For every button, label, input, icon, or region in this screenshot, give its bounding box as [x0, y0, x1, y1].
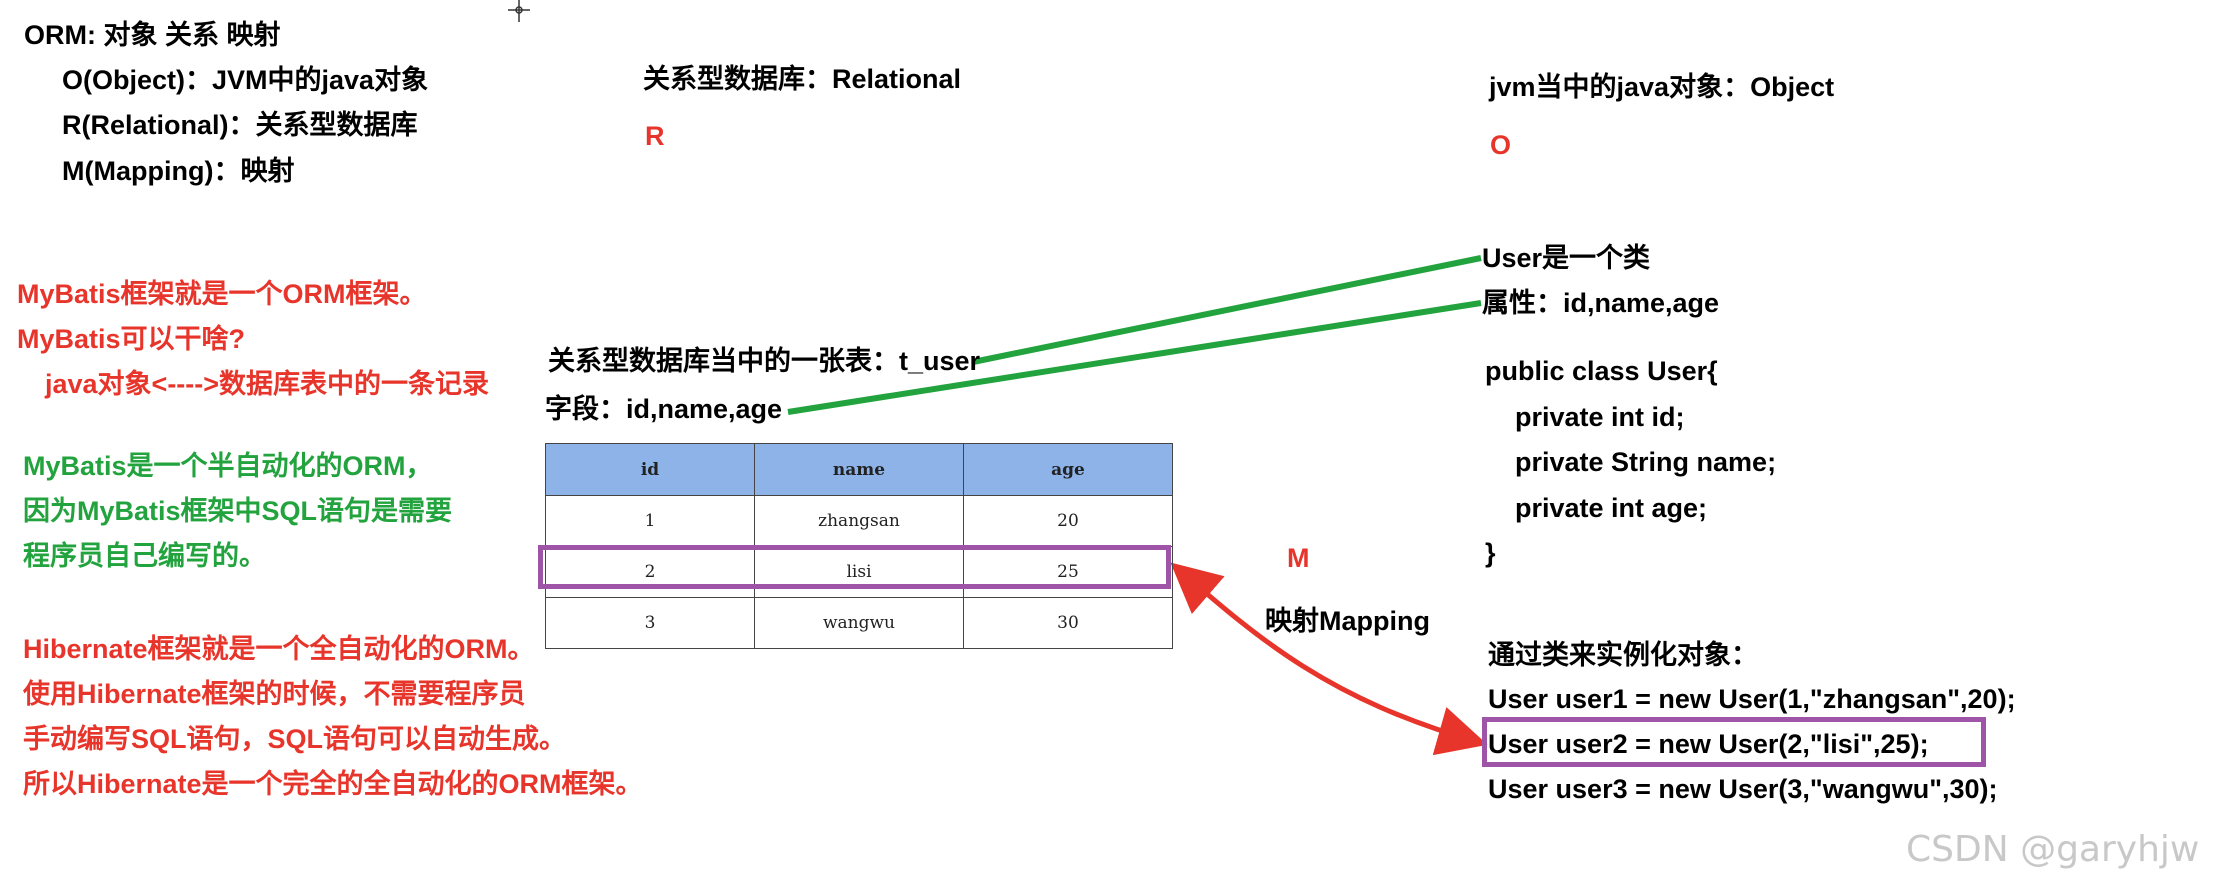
- highlighted-record-box: [538, 545, 1171, 589]
- crosshair-cursor-icon: [508, 0, 530, 22]
- column-header-name: name: [754, 443, 964, 496]
- mapping-letter: M: [1287, 543, 1310, 573]
- orm-mapping-line: M(Mapping)：映射: [62, 156, 295, 186]
- relational-label: 关系型数据库：Relational: [643, 64, 962, 94]
- cell-age: 20: [963, 495, 1173, 547]
- instance-line-user1: User user1 = new User(1,"zhangsan",20);: [1488, 684, 2016, 714]
- column-header-id: id: [545, 443, 755, 496]
- cell-id: 3: [545, 597, 755, 649]
- object-label: jvm当中的java对象：Object: [1489, 72, 1835, 102]
- orm-relational-line: R(Relational)：关系型数据库: [62, 110, 418, 140]
- table-row: 1 zhangsan 20: [545, 495, 1173, 547]
- table-row: 3 wangwu 30: [545, 597, 1173, 649]
- object-letter: O: [1490, 130, 1512, 160]
- table-row: 2 lisi 25: [545, 546, 1173, 598]
- t-user-table: id name age 1 zhangsan 20 2 lisi 25 3 wa…: [545, 443, 1173, 649]
- cell-name: lisi: [754, 546, 964, 598]
- mybatis-orm-line-2: MyBatis可以干啥?: [17, 324, 246, 354]
- db-table-fields: 字段：id,name,age: [545, 394, 783, 424]
- cell-name: wangwu: [754, 597, 964, 649]
- mybatis-orm-line-1: MyBatis框架就是一个ORM框架。: [17, 279, 427, 309]
- highlighted-instance-box: [1482, 717, 1986, 767]
- csdn-watermark: CSDN @garyhjw: [1906, 829, 2200, 870]
- cell-name: zhangsan: [754, 495, 964, 547]
- orm-object-line: O(Object)：JVM中的java对象: [62, 65, 429, 95]
- cell-age: 25: [963, 546, 1173, 598]
- hibernate-line-3: 手动编写SQL语句，SQL语句可以自动生成。: [23, 724, 567, 754]
- column-header-age: age: [963, 443, 1173, 496]
- hibernate-line-4: 所以Hibernate是一个完全的全自动化的ORM框架。: [23, 769, 643, 799]
- mapping-label: 映射Mapping: [1265, 606, 1430, 636]
- user-class-title: User是一个类: [1482, 243, 1651, 273]
- mybatis-orm-line-3: java对象<---->数据库表中的一条记录: [45, 369, 490, 399]
- instance-line-user3: User user3 = new User(3,"wangwu",30);: [1488, 774, 1998, 804]
- fields-to-attributes-connector: [787, 300, 1482, 415]
- table-header-row: id name age: [545, 443, 1173, 496]
- table-to-class-connector: [972, 255, 1482, 365]
- instance-line-user2: User user2 = new User(2,"lisi",25);: [1488, 729, 1929, 759]
- code-line-close-brace: }: [1485, 538, 1496, 568]
- relational-letter: R: [645, 121, 665, 151]
- cell-age: 30: [963, 597, 1173, 649]
- code-line-field-age: private int age;: [1515, 493, 1708, 523]
- code-line-field-id: private int id;: [1515, 402, 1685, 432]
- mybatis-semi-line-1: MyBatis是一个半自动化的ORM，: [23, 451, 433, 481]
- cell-id: 1: [545, 495, 755, 547]
- instances-title: 通过类来实例化对象：: [1488, 640, 1758, 670]
- db-table-caption: 关系型数据库当中的一张表：t_user: [548, 346, 981, 376]
- mapping-arrow: [1170, 562, 1488, 756]
- hibernate-line-1: Hibernate框架就是一个全自动化的ORM。: [23, 634, 535, 664]
- code-line-class-decl: public class User{: [1485, 356, 1718, 386]
- code-line-field-name: private String name;: [1515, 447, 1777, 477]
- mybatis-semi-line-3: 程序员自己编写的。: [23, 541, 266, 571]
- orm-title: ORM: 对象 关系 映射: [24, 20, 281, 50]
- hibernate-line-2: 使用Hibernate框架的时候，不需要程序员: [23, 679, 526, 709]
- mybatis-semi-line-2: 因为MyBatis框架中SQL语句是需要: [23, 496, 453, 526]
- user-class-attributes: 属性：id,name,age: [1482, 288, 1720, 318]
